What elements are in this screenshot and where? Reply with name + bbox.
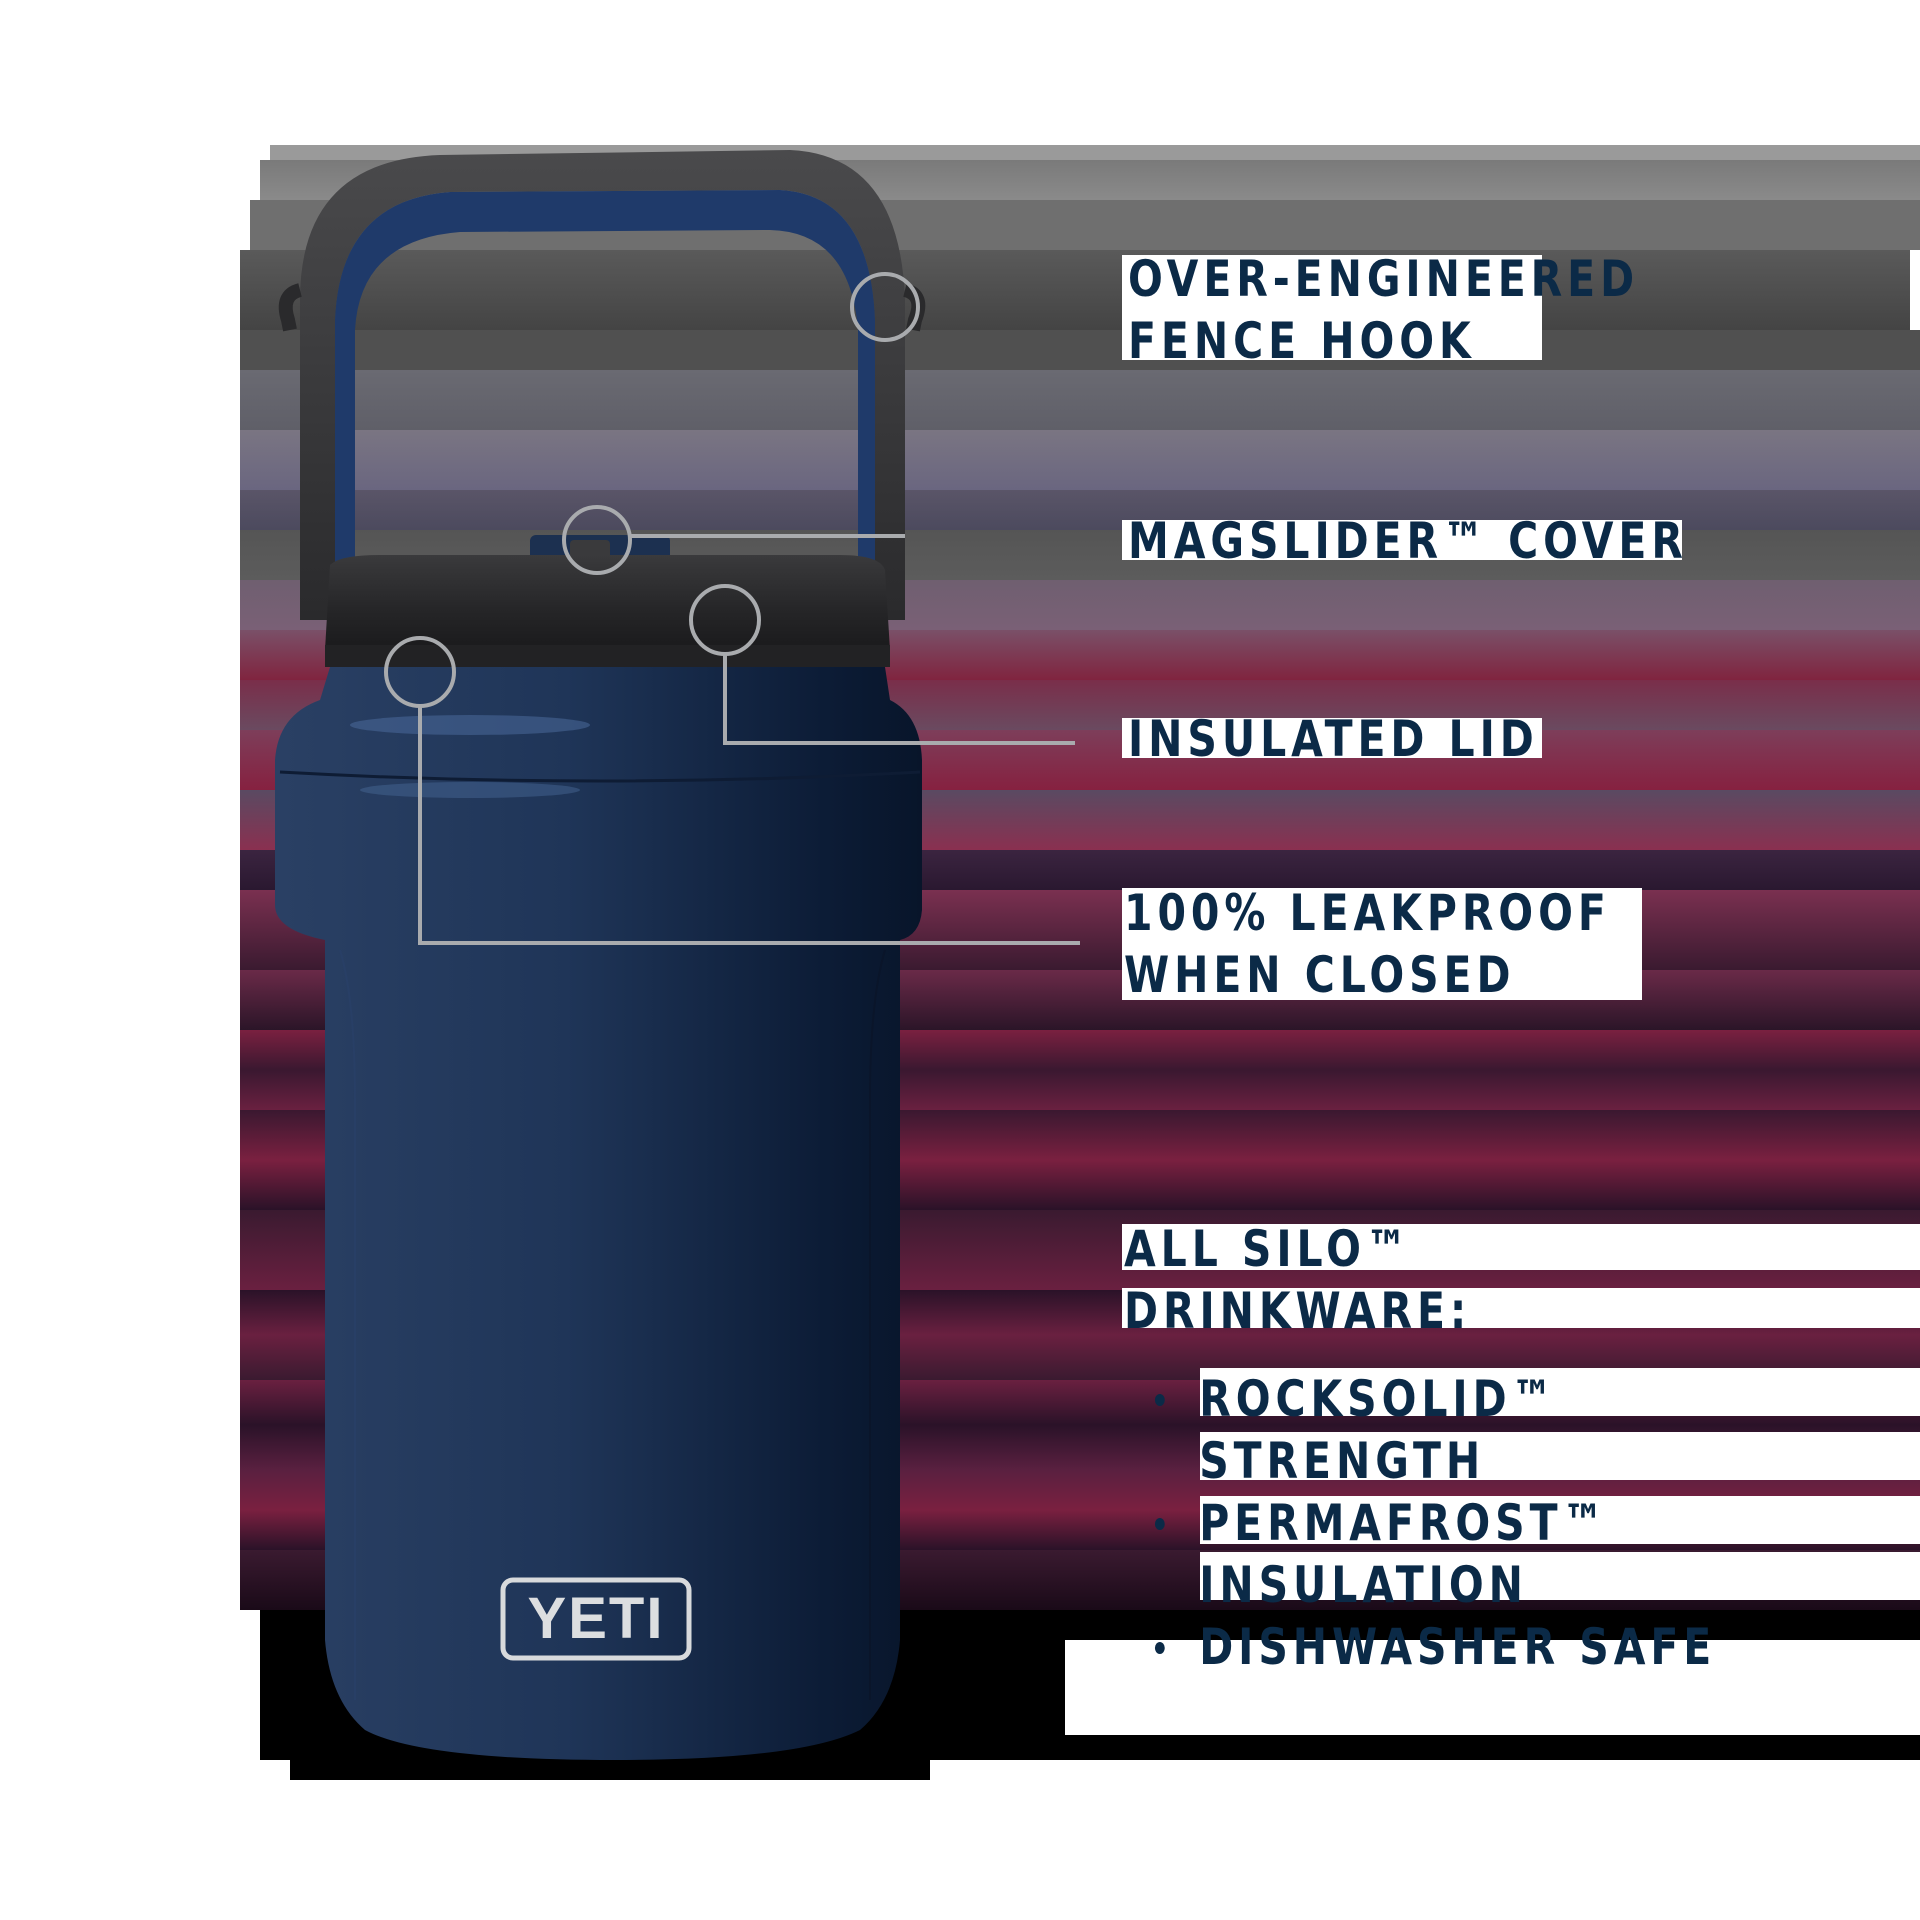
callout-leakproof: 100% LEAKPROOF WHEN CLOSED [1124, 884, 1611, 1004]
text-bg [1200, 1368, 1920, 1416]
bullet-icon [1154, 1394, 1165, 1406]
handle [300, 150, 905, 620]
callout-insulated-lid: INSULATED LID [1128, 710, 1539, 768]
lid [325, 555, 890, 650]
feature-dishwasher-safe: DISHWASHER SAFE [1150, 1616, 1716, 1678]
text-bg [1122, 520, 1682, 560]
callout-magslider-cover: MAGSLIDER™ COVER [1128, 512, 1688, 570]
text-bg [1200, 1432, 1920, 1480]
yeti-logo [500, 1577, 692, 1661]
feature-list: ROCKSOLID™ STRENGTH PERMAFROST™ INSULATI… [1150, 1368, 1716, 1678]
feature-rocksolid: ROCKSOLID™ STRENGTH [1150, 1368, 1716, 1492]
text-bg [1122, 718, 1542, 758]
jug-body [275, 667, 922, 1760]
feature-permafrost: PERMAFROST™ INSULATION [1150, 1492, 1716, 1616]
callout-lines [384, 272, 1080, 945]
text-bg [1122, 888, 1642, 1000]
bullet-icon [1154, 1642, 1165, 1654]
text-bg [1122, 255, 1542, 360]
text-bg [1122, 1224, 1920, 1270]
bullet-icon [1154, 1518, 1165, 1530]
callout-drinkware: ALL SILO™ DRINKWARE: [1124, 1220, 1472, 1340]
text-bg [1200, 1496, 1920, 1544]
text-bg [1200, 1552, 1920, 1600]
callout-fence-hook: OVER-ENGINEERED FENCE HOOK [1128, 250, 1640, 370]
yeti-logo-text: YETI [527, 1586, 665, 1651]
text-bg [1122, 1288, 1920, 1328]
